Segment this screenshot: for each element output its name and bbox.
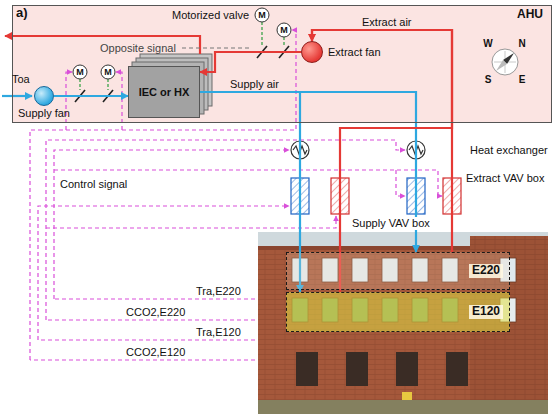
air-stream-label: Supply air: [230, 78, 279, 91]
valve-motor-circle: [277, 23, 291, 37]
compass-rose: [492, 49, 518, 75]
building-photo: [296, 352, 318, 386]
panel-letter: a): [16, 6, 28, 21]
control-signal-line: [54, 170, 442, 196]
valve-motor-letter: M: [280, 26, 288, 35]
node-text: E120: [469, 305, 503, 319]
valve-motor-letter: M: [76, 68, 84, 77]
control-signal-line: [54, 298, 262, 299]
node-text: IEC or HX: [139, 86, 190, 99]
component-label: Motorized valve: [172, 9, 249, 22]
supply-air-line: [200, 92, 300, 292]
zone-region: E220: [286, 252, 510, 290]
building-photo: [396, 352, 418, 386]
valve-stem: [79, 79, 80, 90]
control-signal-line: [30, 359, 262, 360]
supply-air-line: [54, 95, 128, 97]
node-text: AHU: [517, 8, 543, 22]
compass-letter: S: [485, 75, 492, 85]
control-signal-line: [38, 206, 289, 340]
control-signal-line: [46, 319, 262, 320]
component-label: Heat exchanger: [470, 144, 548, 157]
supply-fan: Supply fan: [34, 86, 54, 106]
compass-rose: [492, 49, 518, 75]
extract-fan: Extract fan: [301, 41, 323, 63]
air-duct: [5, 36, 200, 54]
signal-name: Tra,E220: [196, 285, 241, 298]
air-handling-unit: AHU Extract fanIEC or HX Supply fan: [12, 5, 552, 123]
building-photo: [258, 232, 548, 414]
node-text: Extract fan: [328, 46, 381, 59]
compass-letter: W: [483, 39, 492, 49]
compass-letter: E: [519, 75, 526, 85]
compass-rose: [496, 60, 507, 71]
valve-stem: [261, 22, 262, 46]
valve-stem: [107, 79, 108, 90]
vav-box: [291, 178, 461, 214]
extract-air-line: [200, 52, 301, 72]
component-label: Extract VAV box: [466, 172, 544, 185]
signal-label: Opposite signal: [100, 42, 176, 55]
signal-name: Toa: [12, 73, 30, 86]
control-signal-line: [66, 72, 72, 130]
building-photo: [402, 392, 412, 400]
control-signal-line: [38, 339, 262, 340]
building-photo: [258, 232, 548, 414]
opposite-signal-line: [182, 47, 252, 48]
ahu-fill: [12, 5, 552, 123]
building-photo: [346, 352, 368, 386]
signal-name: CCO2,E120: [126, 346, 185, 359]
zone-region: E120: [286, 292, 510, 332]
valve-motor-circle: [73, 65, 87, 79]
valve-motor-circle: [101, 65, 115, 79]
control-signal-line: [396, 170, 405, 196]
opposite-signal-line: [182, 47, 252, 48]
signal-name: Tra,E120: [196, 326, 241, 339]
air-stream-label: Extract air: [362, 16, 412, 29]
valve-stem: [283, 37, 284, 46]
signal-label: Control signal: [60, 178, 127, 191]
extract-air-line: [312, 30, 452, 252]
air-duct: [2, 95, 32, 97]
building-photo: [446, 352, 468, 386]
node-text: E220: [469, 264, 503, 278]
control-signal-line: [46, 216, 336, 228]
component-label: Supply VAV box: [350, 217, 432, 230]
node-text: Supply fan: [18, 107, 70, 120]
building-photo: [296, 352, 468, 386]
building-photo: [258, 400, 548, 414]
signal-name: CCO2,E220: [126, 306, 185, 319]
compass-rose: [494, 51, 516, 73]
valve-motor-letter: M: [258, 11, 266, 20]
control-signal-line: [54, 150, 289, 299]
valve-motor-letter: M: [104, 68, 112, 77]
heat-recovery-box: IEC or HX: [128, 66, 200, 118]
building-photo: [258, 246, 470, 250]
valve-motor-circle: [255, 8, 269, 22]
compass-letter: N: [518, 39, 525, 49]
